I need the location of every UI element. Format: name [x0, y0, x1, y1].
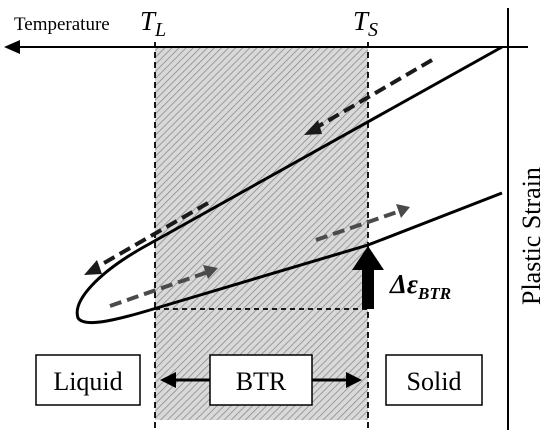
- btr-label: BTR: [236, 367, 287, 396]
- heating-arrow-lower-head: [203, 265, 218, 279]
- solid-label: Solid: [407, 367, 462, 396]
- liquidus-marker: TL: [140, 6, 166, 41]
- cooling-arrow-lower: [90, 201, 210, 272]
- strain-increment-arrow-head: [352, 246, 384, 270]
- temperature-label: Temperature: [14, 14, 110, 35]
- cooling-arrow-upper: [310, 58, 434, 132]
- liquid-label: Liquid: [53, 367, 122, 396]
- btr-range-arrow-right-head: [346, 372, 362, 388]
- strain-loop-lower: [149, 191, 503, 312]
- plastic-strain-label: Plastic Strain: [517, 167, 546, 305]
- temperature-axis-arrowhead: [4, 40, 20, 54]
- strain-increment-arrow-shaft: [362, 268, 374, 309]
- solidus-marker: TS: [353, 6, 378, 41]
- cooling-arrow-upper-head: [304, 120, 322, 135]
- liquid-box: [35, 354, 141, 406]
- strain-loop-upper: [75, 45, 503, 325]
- cooling-arrow-lower-head: [84, 260, 102, 275]
- btr-box: [209, 354, 313, 406]
- strain-increment-label: ΔεBTR: [389, 269, 451, 303]
- heating-arrow-upper: [315, 209, 401, 242]
- heating-arrow-upper-head: [396, 204, 410, 218]
- btr-range-arrow-left-head: [160, 372, 176, 388]
- solid-box: [385, 354, 483, 406]
